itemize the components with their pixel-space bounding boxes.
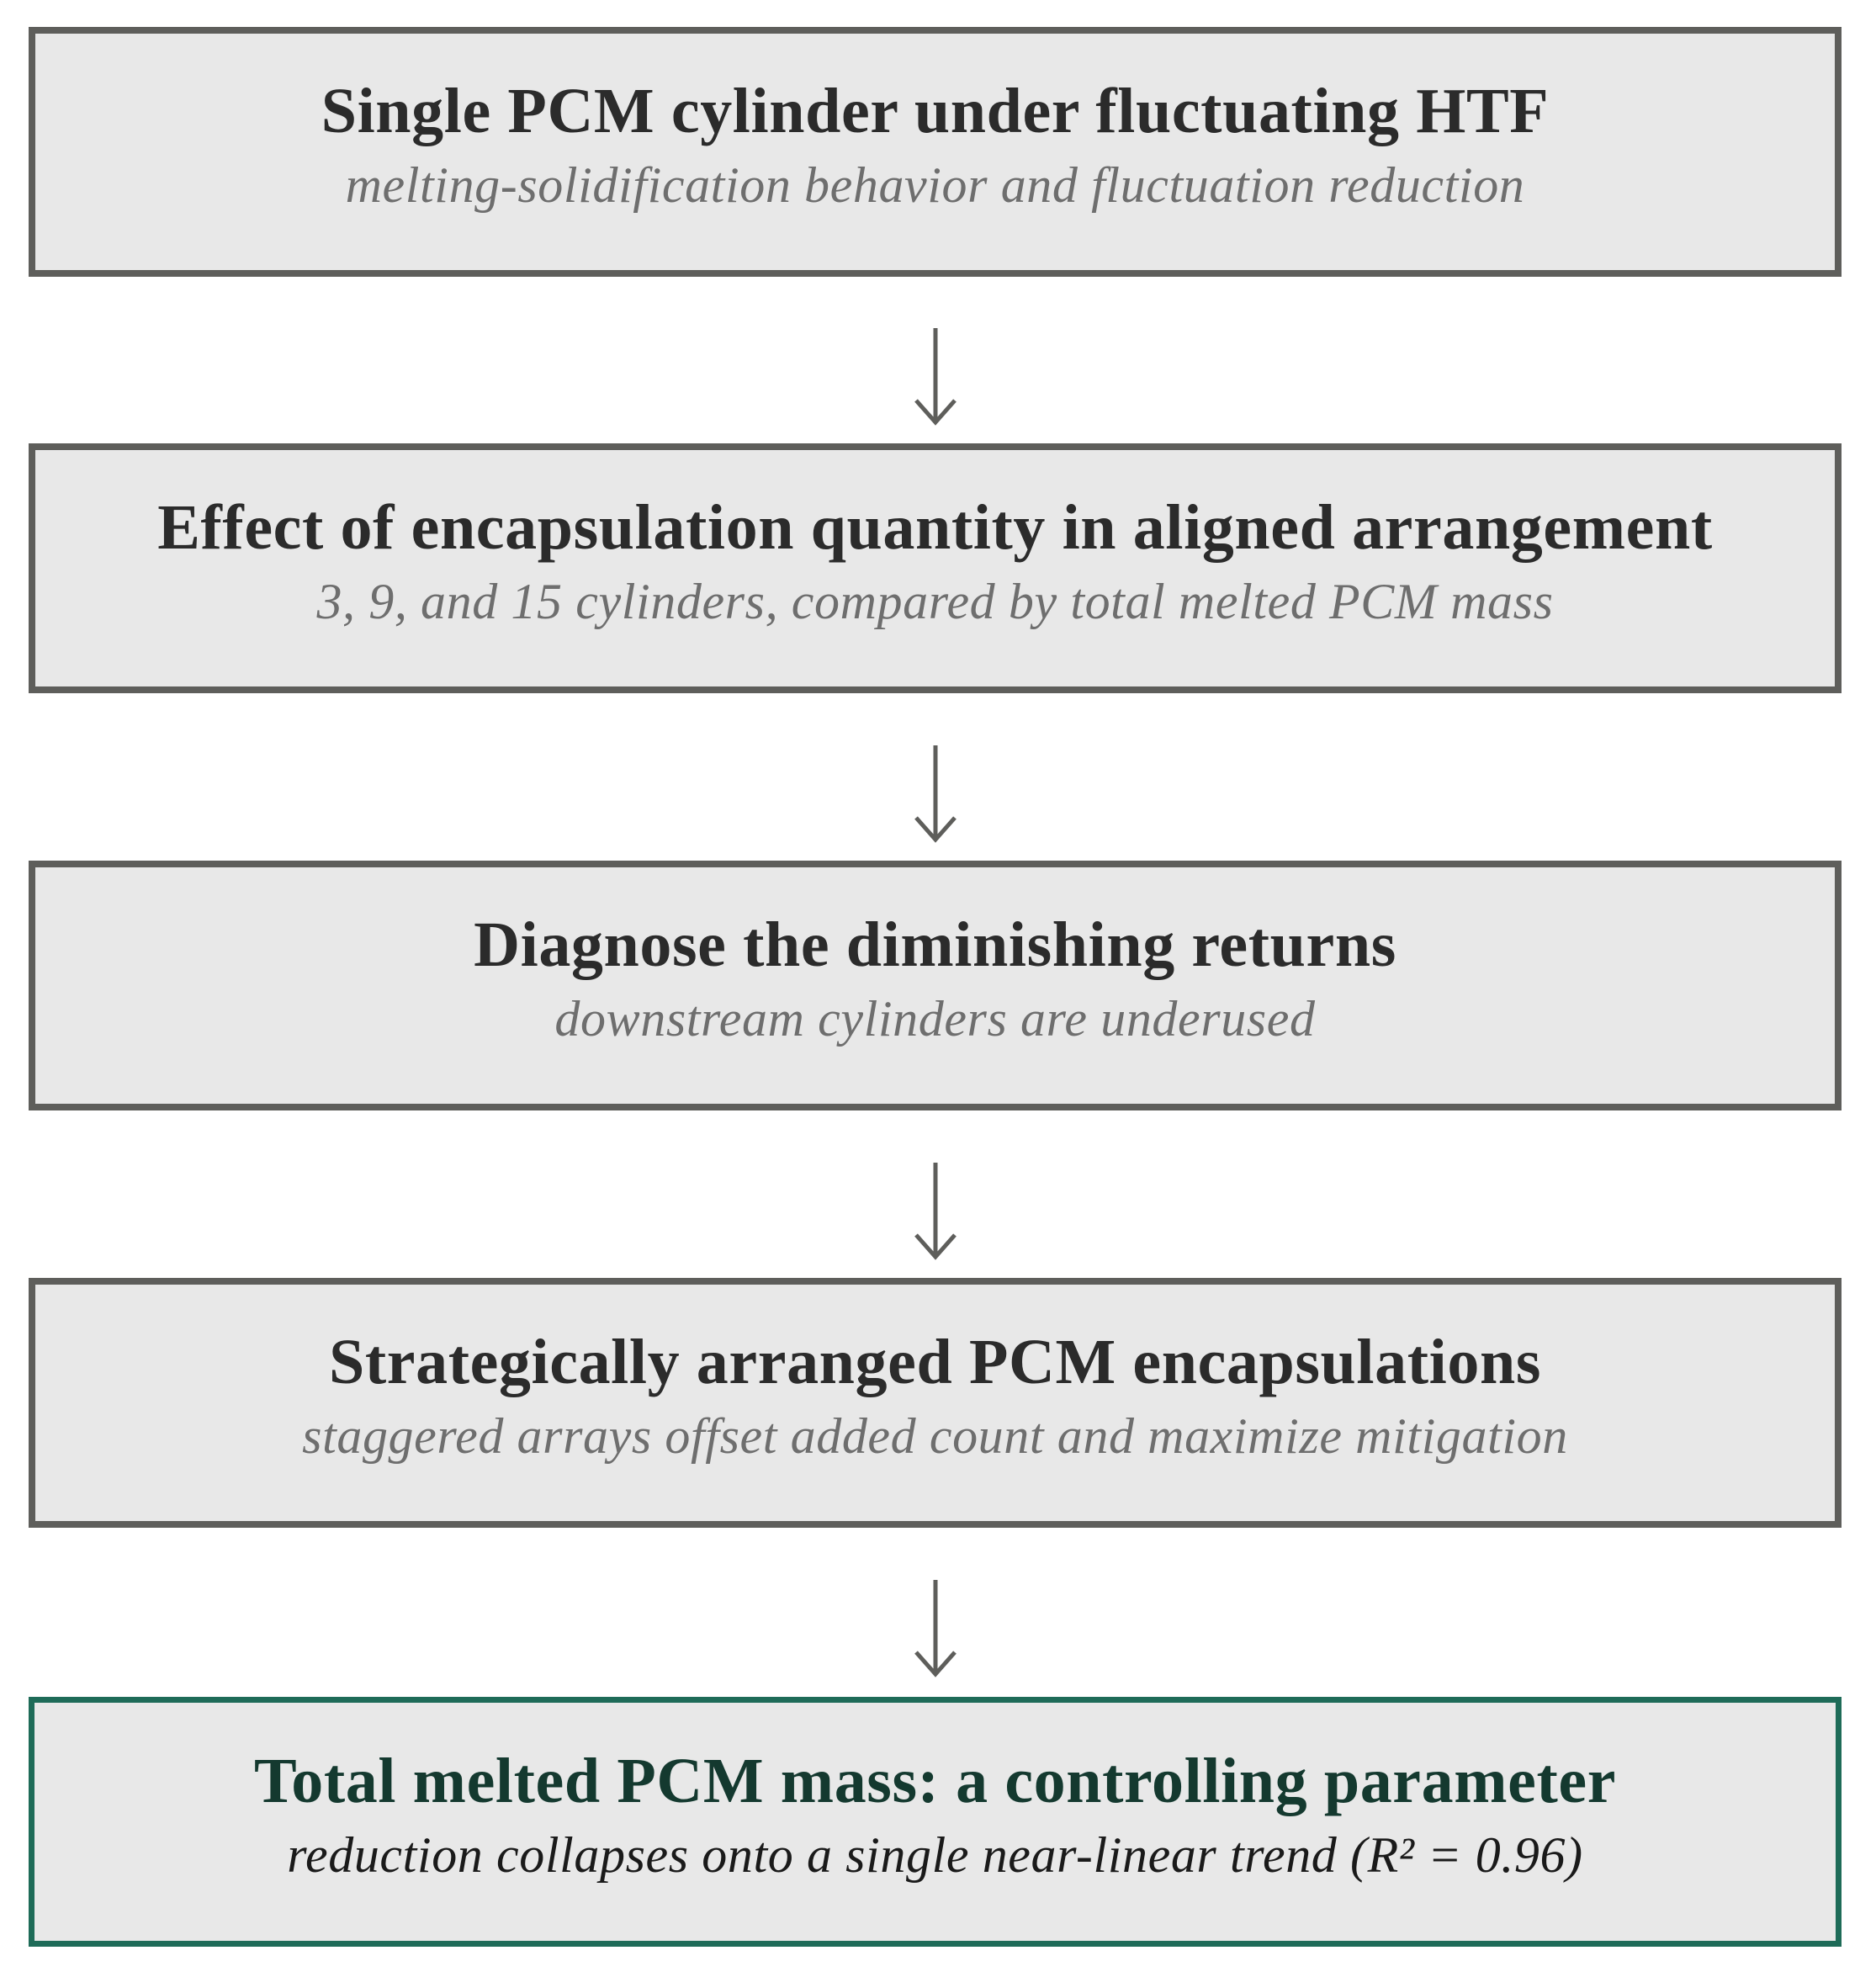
step-title: Effect of encapsulation quantity in alig… (157, 491, 1713, 563)
step-subtitle: staggered arrays offset added count and … (302, 1408, 1568, 1465)
step-subtitle: downstream cylinders are underused (554, 991, 1316, 1047)
step-subtitle: 3, 9, and 15 cylinders, compared by tota… (316, 574, 1554, 630)
flow-step-1: Single PCM cylinder under fluctuating HT… (29, 27, 1842, 277)
step-title: Diagnose the diminishing returns (474, 909, 1396, 980)
flow-step-2: Effect of encapsulation quantity in alig… (29, 443, 1842, 693)
step-title: Strategically arranged PCM encapsulation… (328, 1326, 1542, 1397)
down-arrow-icon (914, 326, 957, 427)
conclusion-subtitle: reduction collapses onto a single near-l… (287, 1827, 1583, 1884)
flow-step-4: Strategically arranged PCM encapsulation… (29, 1278, 1842, 1528)
down-arrow-icon (914, 1161, 957, 1262)
step-title: Single PCM cylinder under fluctuating HT… (321, 75, 1550, 146)
conclusion-title: Total melted PCM mass: a controlling par… (253, 1745, 1617, 1816)
flow-step-5-conclusion: Total melted PCM mass: a controlling par… (29, 1697, 1842, 1947)
flow-step-3: Diagnose the diminishing returns downstr… (29, 861, 1842, 1110)
step-subtitle: melting-solidification behavior and fluc… (345, 157, 1525, 214)
down-arrow-icon (914, 744, 957, 845)
down-arrow-icon (914, 1578, 957, 1679)
